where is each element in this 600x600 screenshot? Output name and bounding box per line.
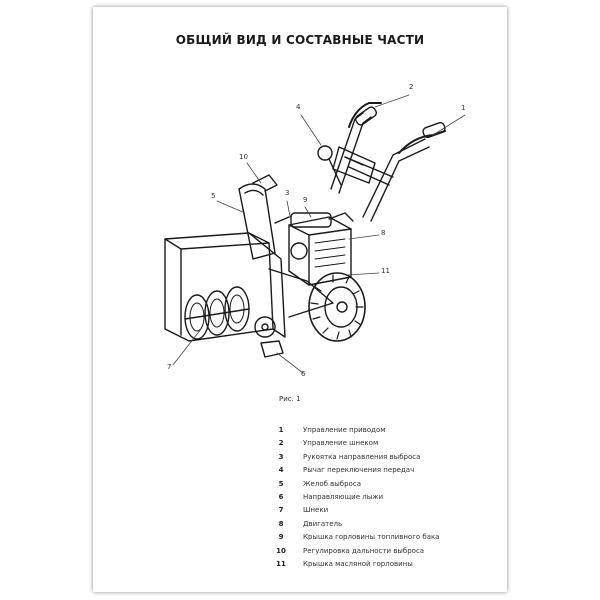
auger-spiral-2 [204, 290, 230, 336]
leader-8 [348, 234, 380, 240]
callout-5: 5 [211, 192, 216, 200]
auger-spiral-1 [184, 294, 210, 340]
chute-rod [274, 216, 290, 224]
callout-10: 10 [239, 153, 248, 161]
gear-lever [328, 158, 342, 186]
leader-2 [374, 94, 410, 108]
left-grip [354, 106, 378, 126]
discharge-chute [238, 183, 276, 260]
auger-shaft [184, 308, 250, 320]
snowblower-illustration [164, 94, 466, 374]
chute-deflector [252, 174, 278, 192]
callout-3: 3 [285, 189, 290, 197]
page-title: ОБЩИЙ ВИД И СОСТАВНЫЕ ЧАСТИ [175, 33, 425, 47]
leader-5 [216, 200, 246, 214]
housing-side-plate [248, 232, 286, 338]
callout-7: 7 [167, 363, 172, 371]
right-grip [422, 121, 446, 139]
gear-lever-knob [317, 145, 333, 161]
wheel-tire [308, 272, 366, 342]
leader-4 [300, 114, 322, 146]
handle-right-bar-inner [370, 146, 430, 222]
leader-11 [346, 272, 380, 276]
handle-crossbar-2 [348, 166, 390, 186]
engine-recoil [290, 242, 308, 260]
tire-tread [310, 274, 364, 340]
leader-10 [246, 162, 262, 184]
callout-2: 2 [409, 83, 414, 91]
control-panel [332, 146, 376, 184]
leader-1 [432, 114, 466, 136]
engine-fins [314, 238, 346, 268]
engine-muffler [328, 212, 354, 222]
document-page: ОБЩИЙ ВИД И СОСТАВНЫЕ ЧАСТИ [93, 7, 507, 592]
callout-11: 11 [381, 267, 390, 275]
handle-right-bar [362, 138, 426, 218]
leader-6 [276, 352, 304, 374]
callout-8: 8 [381, 229, 386, 237]
callout-9: 9 [303, 196, 308, 204]
side-plate-bolt [254, 316, 276, 338]
leader-7 [172, 328, 202, 366]
callout-4: 4 [296, 103, 301, 111]
frame [268, 268, 334, 318]
leader-9 [304, 206, 312, 218]
auger-control-lever [348, 102, 382, 128]
leader-3 [286, 200, 292, 222]
callout-1: 1 [461, 104, 466, 112]
skid-shoe [260, 340, 284, 358]
callout-6: 6 [301, 370, 306, 378]
handle-left-bar-inner [338, 116, 372, 194]
figure-caption: Рис. 1 [279, 395, 301, 403]
